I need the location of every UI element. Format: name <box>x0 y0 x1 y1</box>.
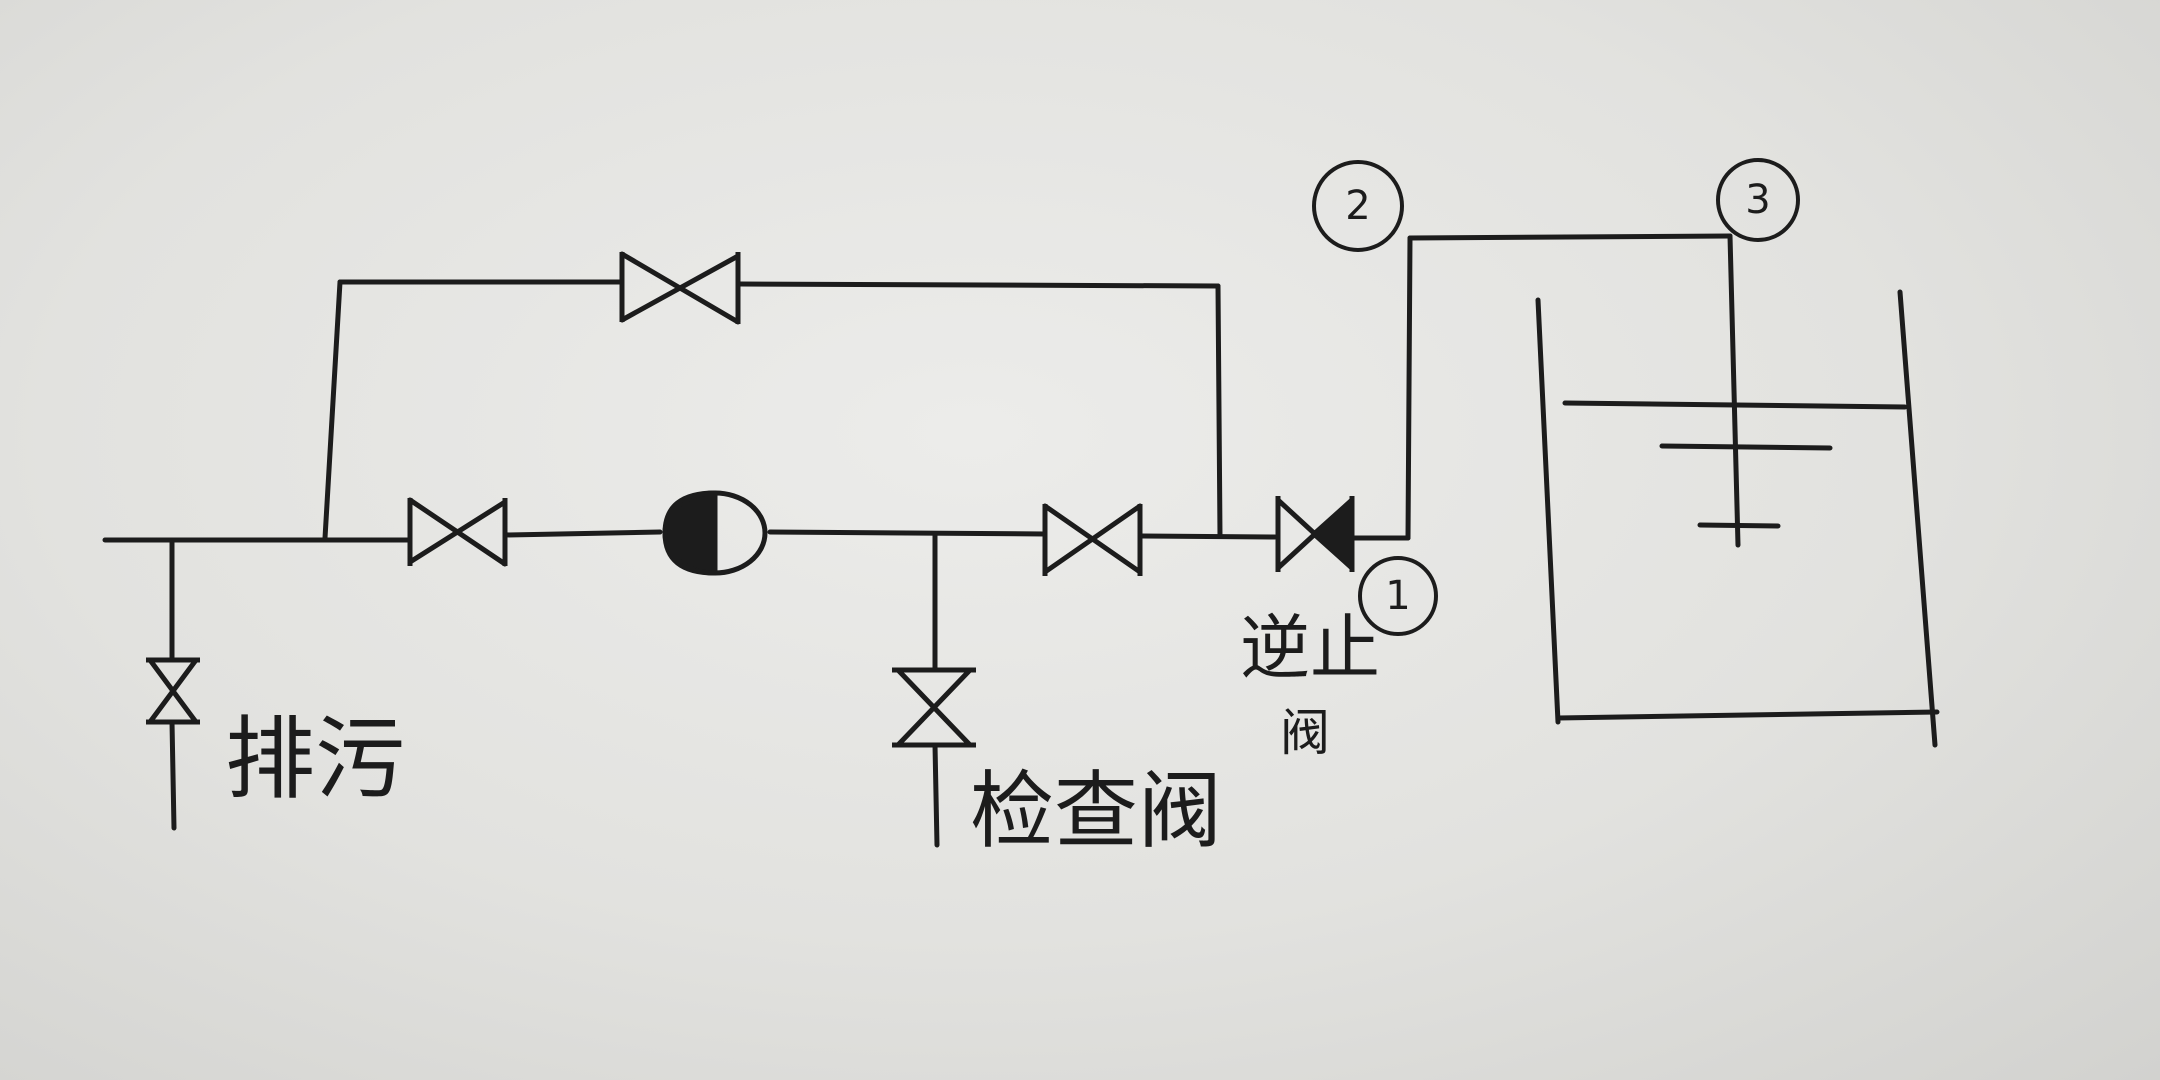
check-valve[interactable] <box>892 667 976 748</box>
main-pipe-segment-1 <box>502 529 663 538</box>
water-tank <box>1535 289 1940 748</box>
level-mark-upper <box>1659 443 1833 451</box>
main-pipe-segment-3 <box>1137 533 1278 540</box>
badge-1: 1 <box>1358 556 1438 636</box>
outlet-riser <box>1405 235 1413 541</box>
blowdown-label: 排污 <box>225 707 405 812</box>
outlet-top <box>1407 233 1733 241</box>
non-return-valve[interactable] <box>1275 496 1355 572</box>
main-gate-valve[interactable] <box>1042 503 1143 576</box>
level-mark-lower <box>1697 522 1781 529</box>
check-valve-label: 检查阀 <box>970 762 1222 860</box>
check-pipe-lower <box>932 742 940 848</box>
bypass-left-riser <box>322 279 343 541</box>
inlet-gate-valve[interactable] <box>407 497 508 567</box>
dip-pipe <box>1727 233 1741 548</box>
badge-3: 3 <box>1716 158 1800 242</box>
badge-2-number: 2 <box>1345 183 1370 229</box>
drain-pipe-lower <box>169 719 177 831</box>
bypass-gate-valve[interactable] <box>619 251 741 325</box>
non-return-valve-sublabel: 阀 <box>1280 704 1330 762</box>
badge-1-number: 1 <box>1385 573 1410 619</box>
water-level-line <box>1562 400 1908 410</box>
main-pipe-segment-2 <box>767 529 1048 537</box>
bypass-top-right <box>737 281 1221 289</box>
drain-valve[interactable] <box>146 657 200 725</box>
badge-3-number: 3 <box>1745 177 1770 223</box>
bypass-right-drop <box>1215 283 1223 539</box>
badge-2: 2 <box>1312 160 1404 252</box>
flow-meter[interactable] <box>662 490 768 576</box>
non-return-valve-label: 逆止 <box>1240 607 1380 689</box>
